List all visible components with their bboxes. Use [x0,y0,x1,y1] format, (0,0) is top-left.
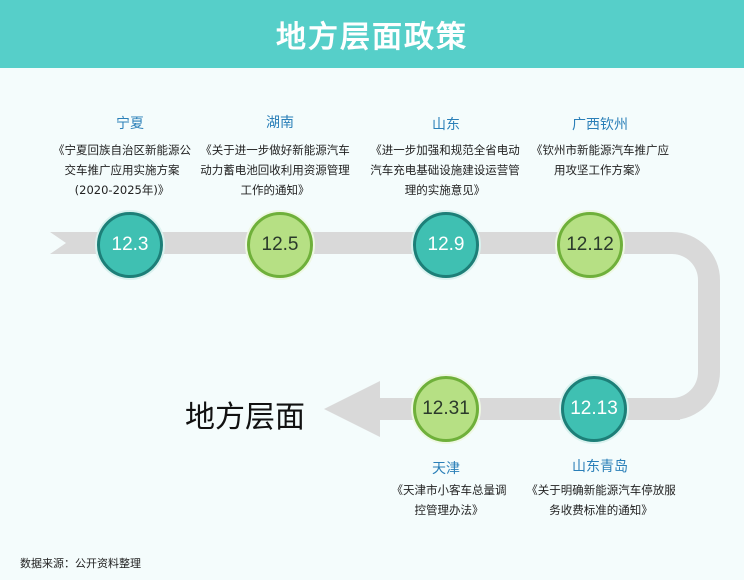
policy-text-qinzhou: 《钦州市新能源汽车推广应用攻坚工作方案》 [531,143,669,177]
policy-text-hunan: 《关于进一步做好新能源汽车动力蓄电池回收利用资源管理工作的通知》 [200,143,350,197]
region-label-shandong: 山东 [432,117,460,133]
region-label-ningxia: 宁夏 [116,116,144,132]
date-node-ningxia: 12.3 [97,212,163,278]
source-note: 数据来源：公开资料整理 [20,557,141,570]
section-heading: 地方层面 [185,400,305,435]
date-node-qingdao: 12.13 [561,376,627,442]
date-node-qinzhou: 12.12 [557,212,623,278]
region-label-tianjin: 天津 [432,461,460,477]
policy-text-tianjin: 《天津市小客车总量调控管理办法》 [391,483,507,517]
track-arrow-head [324,381,380,437]
date-node-tianjin: 12.31 [413,376,479,442]
region-label-qinzhou: 广西钦州 [572,117,628,133]
policy-text-ningxia: 《宁夏回族自治区新能源公交车推广应用实施方案(2020-2025年)》 [53,143,191,197]
policy-text-shandong: 《进一步加强和规范全省电动汽车充电基础设施建设运营管理的实施意见》 [370,143,520,197]
header-bar: 地方层面政策 [0,0,744,68]
region-label-qingdao: 山东青岛 [572,459,628,475]
date-node-hunan: 12.5 [247,212,313,278]
policy-text-qingdao: 《关于明确新能源汽车停放服务收费标准的通知》 [526,483,676,517]
region-label-hunan: 湖南 [266,115,294,131]
page-title: 地方层面政策 [276,20,468,55]
date-node-shandong: 12.9 [413,212,479,278]
